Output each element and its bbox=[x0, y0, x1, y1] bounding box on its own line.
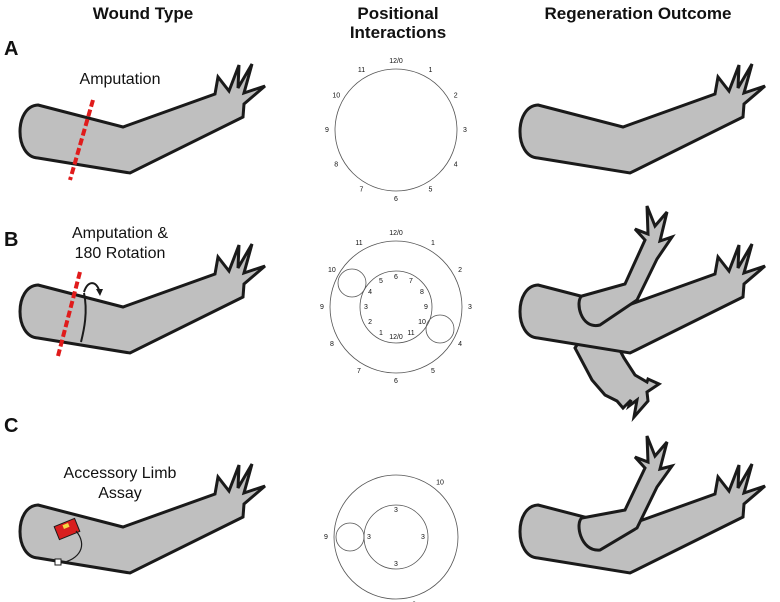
column-title-positional-line2: Interactions bbox=[349, 23, 447, 42]
amputation-cut-line-b bbox=[56, 271, 82, 357]
clock-c-inner-number-1: 3 bbox=[421, 534, 425, 541]
clock-c-outer-number-2: 9 bbox=[324, 534, 328, 541]
clock-b-inner-number-7: 1 bbox=[379, 330, 383, 337]
clock-a-outer-number-10: 10 bbox=[332, 92, 340, 99]
column-title-regeneration-outcome: Regeneration Outcome bbox=[544, 4, 732, 23]
clock-b-outer-number-3: 3 bbox=[468, 304, 472, 311]
clock-b-outer-number-2: 2 bbox=[458, 267, 462, 274]
clock-b-inner-number-9: 3 bbox=[364, 304, 368, 311]
clock-a-numbers: 12/0 1 2 3 4 5 6 7 8 9 10 11 bbox=[325, 58, 467, 203]
clock-a-outer-number-1: 1 bbox=[429, 67, 433, 74]
clock-b-outer-number-1: 1 bbox=[431, 240, 435, 247]
limb-a-wound bbox=[18, 63, 266, 175]
clock-b-outer-number-6: 6 bbox=[394, 378, 398, 385]
clock-b-inner-number-11: 5 bbox=[379, 278, 383, 285]
limb-b-wound bbox=[18, 243, 266, 355]
limb-c-wound bbox=[18, 463, 266, 575]
clock-b-inner-number-8: 2 bbox=[368, 319, 372, 326]
clock-a-outer-number-9: 9 bbox=[325, 127, 329, 134]
clock-a-outer-number-5: 5 bbox=[429, 187, 433, 194]
clock-b-inner-number-1: 7 bbox=[409, 278, 413, 285]
label-accessory-limb-line2: Assay bbox=[98, 485, 142, 502]
clock-c-inner-number-3: 3 bbox=[367, 534, 371, 541]
clock-b-outer-number-8: 8 bbox=[330, 341, 334, 348]
clock-b-outer-number-0: 12/0 bbox=[389, 230, 403, 237]
clock-a-outer-number-6: 6 bbox=[394, 196, 398, 203]
clock-b-inner-number-3: 9 bbox=[424, 304, 428, 311]
clock-b-outer-number-7: 7 bbox=[357, 368, 361, 375]
rotation-arrow-icon bbox=[83, 282, 100, 293]
clock-b-inner-number-10: 4 bbox=[368, 289, 372, 296]
clock-a-outer-number-8: 8 bbox=[334, 161, 338, 168]
clock-a-outer-number-2: 2 bbox=[454, 92, 458, 99]
clock-a-outer-number-4: 4 bbox=[454, 161, 458, 168]
panel-letter-c: C bbox=[4, 415, 19, 437]
clock-b-inner-number-2: 8 bbox=[420, 289, 424, 296]
clock-b-inner-number-4: 10 bbox=[418, 319, 426, 326]
clock-b bbox=[329, 240, 463, 374]
clock-b-outer-number-5: 5 bbox=[431, 368, 435, 375]
panel-letter-b: B bbox=[4, 229, 19, 251]
limb-c-outcome bbox=[518, 435, 766, 575]
clock-b-inner-number-6: 12/0 bbox=[389, 334, 403, 341]
clock-b-outer-number-4: 4 bbox=[458, 341, 462, 348]
column-title-positional-line1: Positional bbox=[357, 4, 439, 23]
accessory-graft-icon bbox=[53, 517, 83, 566]
clock-c bbox=[333, 474, 459, 600]
clock-b-outer-number-11: 11 bbox=[355, 240, 362, 247]
label-amputation: Amputation bbox=[79, 71, 161, 88]
clock-b-outer-number-9: 9 bbox=[320, 304, 324, 311]
clock-a-outer-number-7: 7 bbox=[360, 187, 364, 194]
clock-c-inner-number-2: 3 bbox=[394, 561, 398, 568]
clock-a-outer-number-0: 12/0 bbox=[389, 58, 403, 65]
amputation-cut-line-a bbox=[68, 99, 95, 181]
label-accessory-limb-line1: Accessory Limb bbox=[63, 465, 177, 482]
column-title-wound-type: Wound Type bbox=[92, 4, 194, 23]
clock-b-outer-number-10: 10 bbox=[328, 267, 336, 274]
limb-a-outcome bbox=[518, 63, 766, 175]
clock-b-inner-number-0: 6 bbox=[394, 274, 398, 281]
clock-c-outer-number-0: 10 bbox=[436, 479, 444, 486]
clock-a-outer-number-3: 3 bbox=[463, 127, 467, 134]
clock-b-inner-number-5: 11 bbox=[407, 330, 414, 337]
limb-b-outcome bbox=[518, 205, 766, 423]
label-amputation-rotation-line1: Amputation & bbox=[71, 225, 169, 242]
clock-a bbox=[334, 68, 458, 192]
clock-c-inner-number-0: 3 bbox=[394, 507, 398, 514]
clock-c-numbers: 10893333 bbox=[324, 479, 444, 602]
label-amputation-rotation-line2: 180 Rotation bbox=[74, 245, 166, 262]
panel-letter-a: A bbox=[4, 38, 19, 60]
clock-a-outer-number-11: 11 bbox=[358, 67, 365, 74]
